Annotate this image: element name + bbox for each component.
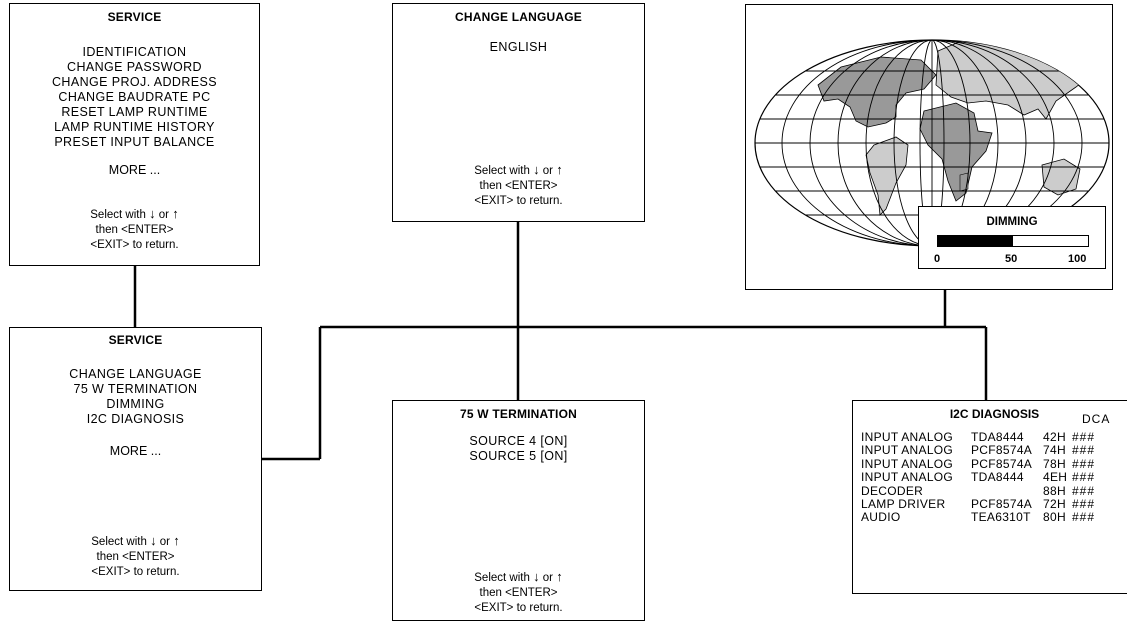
hint-or-label: or (542, 572, 554, 584)
device-address: 78H (1043, 456, 1066, 471)
menu-item-reset-lamp-runtime[interactable]: RESET LAMP RUNTIME (61, 105, 208, 119)
up-arrow-icon: ↑ (172, 206, 179, 221)
down-arrow-icon: ↓ (150, 533, 157, 548)
hint-exit-label: <EXIT> to return. (90, 239, 179, 251)
device-name: INPUT ANALOG (861, 443, 954, 458)
world-map-icon (754, 39, 1110, 247)
dca-column-header: DCA (1082, 412, 1111, 426)
menu-item-change-password[interactable]: CHANGE PASSWORD (67, 60, 202, 74)
hint-select-label: Select with (91, 536, 147, 548)
hint-or-label: or (542, 165, 554, 177)
navigation-hint: Select with ↓ or ↑ then <ENTER> <EXIT> t… (393, 162, 644, 209)
dimming-preview-panel: DIMMING 0 50 100 (745, 4, 1113, 290)
hint-exit-label: <EXIT> to return. (474, 195, 563, 207)
hint-exit-label: <EXIT> to return. (91, 566, 180, 578)
up-arrow-icon: ↑ (556, 162, 563, 177)
device-chip: PCF8574A (971, 456, 1033, 471)
hint-exit-label: <EXIT> to return. (474, 602, 563, 614)
device-status: ### (1072, 443, 1096, 458)
device-address: 42H (1043, 430, 1066, 444)
device-address: 74H (1043, 443, 1066, 458)
down-arrow-icon: ↓ (533, 162, 540, 177)
menu-item-dimming[interactable]: DIMMING (106, 397, 165, 411)
device-name: INPUT ANALOG (861, 456, 954, 471)
hint-enter-label: then <ENTER> (479, 587, 558, 599)
menu-item-change-proj-address[interactable]: CHANGE PROJ. ADDRESS (52, 75, 217, 89)
hint-enter-label: then <ENTER> (479, 180, 558, 192)
service-menu-2-list: CHANGE LANGUAGE 75 W TERMINATION DIMMING… (10, 367, 261, 427)
up-arrow-icon: ↑ (173, 533, 180, 548)
menu-item-more[interactable]: MORE ... (108, 163, 161, 177)
scale-min-label: 0 (934, 253, 941, 265)
hint-or-label: or (158, 209, 170, 221)
device-chip: TEA6310T (971, 510, 1031, 525)
device-status: ### (1072, 430, 1096, 444)
device-status: ### (1072, 510, 1096, 525)
dimming-title: DIMMING (986, 216, 1038, 228)
down-arrow-icon: ↓ (149, 206, 156, 221)
device-name: DECODER (861, 483, 924, 498)
dimming-dialog: DIMMING 0 50 100 (918, 206, 1106, 269)
menu-item-more[interactable]: MORE ... (109, 444, 162, 458)
device-address: 72H (1043, 496, 1066, 511)
service-menu-title: SERVICE (107, 10, 162, 24)
hint-or-label: or (159, 536, 171, 548)
source-4-toggle[interactable]: SOURCE 4 [ON] (469, 434, 568, 448)
device-chip: TDA8444 (971, 470, 1024, 485)
termination-panel: 75 W TERMINATION SOURCE 4 [ON] SOURCE 5 … (392, 400, 645, 621)
scale-mid-label: 50 (1005, 253, 1018, 265)
navigation-hint: Select with ↓ or ↑ then <ENTER> <EXIT> t… (10, 533, 261, 580)
hint-enter-label: then <ENTER> (95, 224, 174, 236)
menu-item-change-language[interactable]: CHANGE LANGUAGE (69, 367, 202, 381)
scale-max-label: 100 (1068, 253, 1087, 265)
hint-select-label: Select with (474, 165, 530, 177)
device-status: ### (1072, 470, 1096, 485)
menu-item-lamp-runtime-history[interactable]: LAMP RUNTIME HISTORY (54, 120, 215, 134)
device-name: INPUT ANALOG (861, 470, 954, 485)
service-menu-panel: SERVICE IDENTIFICATION CHANGE PASSWORD C… (9, 3, 260, 266)
navigation-hint: Select with ↓ or ↑ then <ENTER> <EXIT> t… (393, 569, 644, 616)
hint-select-label: Select with (474, 572, 530, 584)
termination-title: 75 W TERMINATION (460, 407, 577, 421)
service-menu-2-panel: SERVICE CHANGE LANGUAGE 75 W TERMINATION… (9, 327, 262, 591)
change-language-title: CHANGE LANGUAGE (454, 10, 582, 24)
i2c-diagnosis-title: I2C DIAGNOSIS (949, 407, 1040, 421)
menu-item-75w-termination[interactable]: 75 W TERMINATION (73, 382, 198, 396)
termination-list: SOURCE 4 [ON] SOURCE 5 [ON] (393, 434, 644, 464)
device-name: INPUT ANALOG (861, 430, 954, 444)
language-option-english[interactable]: ENGLISH (489, 40, 548, 54)
device-status: ### (1072, 483, 1096, 498)
menu-item-identification[interactable]: IDENTIFICATION (82, 45, 187, 59)
device-name: AUDIO (861, 510, 901, 525)
device-status: ### (1072, 456, 1096, 471)
service-menu-list: IDENTIFICATION CHANGE PASSWORD CHANGE PR… (10, 45, 259, 150)
device-name: LAMP DRIVER (861, 496, 946, 511)
change-language-panel: CHANGE LANGUAGE ENGLISH Select with ↓ or… (392, 3, 645, 222)
device-address: 88H (1043, 483, 1066, 498)
hint-select-label: Select with (90, 209, 146, 221)
i2c-diagnosis-panel: I2C DIAGNOSIS DCA INPUT ANALOG TDA8444 4… (852, 400, 1127, 594)
hint-enter-label: then <ENTER> (96, 551, 175, 563)
dimming-slider[interactable] (937, 235, 1089, 247)
navigation-hint: Select with ↓ or ↑ then <ENTER> <EXIT> t… (10, 206, 259, 253)
device-chip: TDA8444 (971, 430, 1024, 444)
menu-item-change-baudrate[interactable]: CHANGE BAUDRATE PC (58, 90, 211, 104)
dimming-slider-fill (938, 236, 1013, 246)
device-status: ### (1072, 496, 1096, 511)
device-chip: PCF8574A (971, 496, 1033, 511)
source-5-toggle[interactable]: SOURCE 5 [ON] (469, 449, 568, 463)
menu-item-i2c-diagnosis[interactable]: I2C DIAGNOSIS (86, 412, 185, 426)
menu-item-preset-input-balance[interactable]: PRESET INPUT BALANCE (54, 135, 215, 149)
up-arrow-icon: ↑ (556, 569, 563, 584)
service-menu-2-title: SERVICE (108, 333, 163, 347)
device-address: 4EH (1043, 470, 1068, 485)
device-chip: PCF8574A (971, 443, 1033, 458)
device-address: 80H (1043, 510, 1066, 525)
down-arrow-icon: ↓ (533, 569, 540, 584)
